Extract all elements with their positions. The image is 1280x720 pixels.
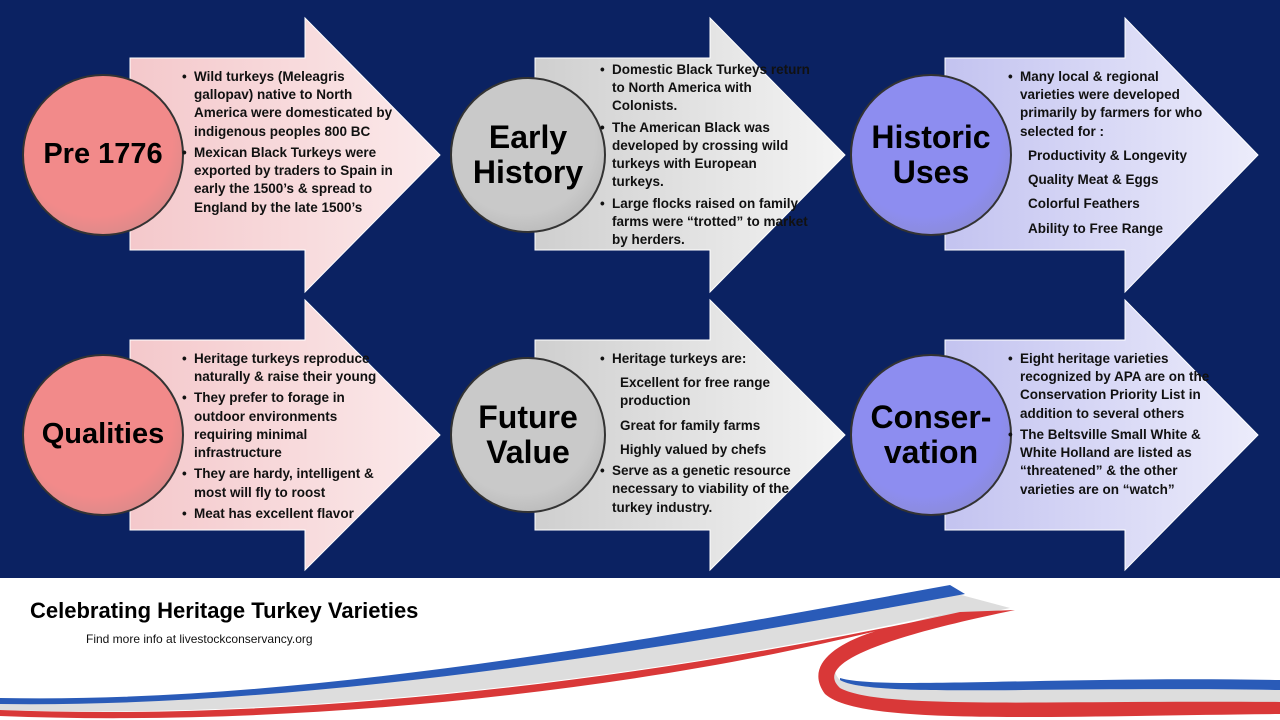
panel-title: Historic Uses bbox=[871, 118, 991, 190]
panel-title-circle: Historic Uses bbox=[850, 74, 1012, 236]
footer-link: Find more info at livestockconservancy.o… bbox=[86, 632, 313, 646]
bullet-item: Productivity & Longevity bbox=[1028, 147, 1188, 163]
bullet-item: Colorful Feathers bbox=[1028, 196, 1140, 212]
bullet-item: The American Black was developed by cros… bbox=[600, 119, 810, 192]
footer-title: Celebrating Heritage Turkey Varieties bbox=[30, 598, 419, 623]
panel-title: Pre 1776 bbox=[43, 138, 163, 171]
bullet-item: Wild turkeys (Meleagris gallopav) native… bbox=[182, 68, 397, 141]
bullet-item: Domestic Black Turkeys return to North A… bbox=[600, 61, 810, 116]
panel-text: Eight heritage varieties recognized by A… bbox=[1008, 350, 1213, 502]
panel-title: Conser-vation bbox=[870, 398, 992, 470]
bullet-item: Mexican Black Turkeys were exported by t… bbox=[182, 144, 397, 217]
panel-title: Qualities bbox=[41, 418, 165, 451]
bullet-item: Serve as a genetic resource necessary to… bbox=[600, 462, 810, 517]
panel-title-circle: Early History bbox=[450, 77, 606, 233]
bullet-item: Heritage turkeys reproduce naturally & r… bbox=[182, 350, 397, 386]
bullet-item: Many local & regional varieties were dev… bbox=[1008, 68, 1213, 141]
bullet-item: They prefer to forage in outdoor environ… bbox=[182, 389, 397, 462]
bullet-item: Eight heritage varieties recognized by A… bbox=[1008, 350, 1213, 423]
panel-text: Heritage turkeys are: Excellent for free … bbox=[600, 350, 810, 520]
bullet-item: Heritage turkeys are: bbox=[600, 350, 810, 368]
panel-text: Domestic Black Turkeys return to North A… bbox=[600, 61, 810, 252]
bullet-item: Ability to Free Range bbox=[1028, 220, 1164, 236]
bullet-item: Quality Meat & Eggs bbox=[1028, 172, 1159, 188]
panel-title: Future Value bbox=[478, 398, 578, 470]
panel-title-circle: Conser-vation bbox=[850, 354, 1012, 516]
panel-title-circle: Pre 1776 bbox=[22, 74, 184, 236]
bullet-item: Large flocks raised on family farms were… bbox=[600, 195, 810, 250]
bullet-item: Highly valued by chefs bbox=[620, 441, 767, 457]
bullet-item: Meat has excellent flavor bbox=[182, 505, 397, 523]
bullet-item: They are hardy, intelligent & most will … bbox=[182, 465, 397, 501]
panel-title-circle: Qualities bbox=[22, 354, 184, 516]
panel-text: Wild turkeys (Meleagris gallopav) native… bbox=[182, 68, 397, 220]
panel-title: Early History bbox=[472, 118, 584, 190]
panel-title-circle: Future Value bbox=[450, 357, 606, 513]
bullet-item: Great for family farms bbox=[620, 417, 761, 433]
panel-text: Many local & regional varieties were dev… bbox=[1008, 68, 1213, 241]
bullet-item: The Beltsville Small White & White Holla… bbox=[1008, 426, 1213, 499]
bullet-item: Excellent for free range production bbox=[620, 375, 771, 409]
panel-text: Heritage turkeys reproduce naturally & r… bbox=[182, 350, 397, 526]
ribbon-decoration bbox=[0, 585, 1280, 719]
